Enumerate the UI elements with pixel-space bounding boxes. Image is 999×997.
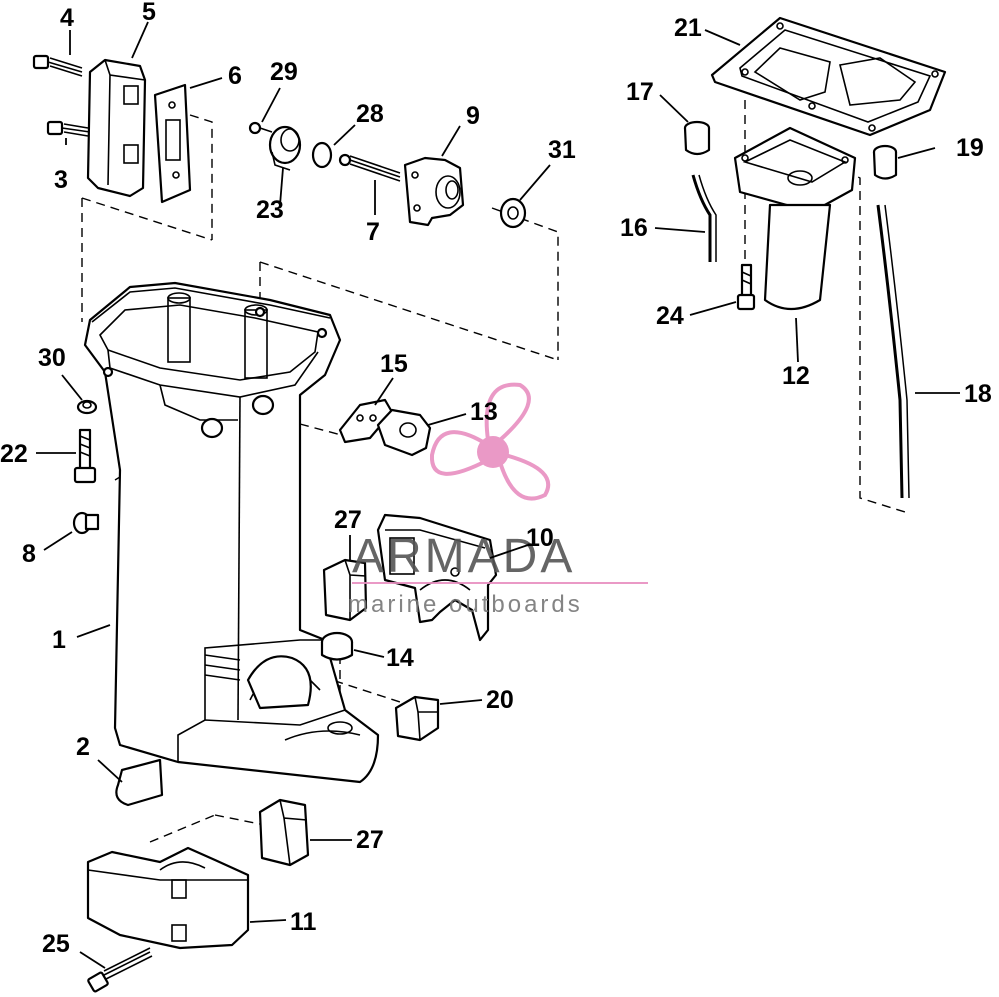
callout-5: 5 [142, 0, 156, 26]
callout-2: 2 [76, 733, 90, 761]
callout-20: 20 [486, 686, 514, 714]
part-5-cover [86, 58, 147, 198]
part-20-pad [394, 695, 440, 742]
part-9-bracket [403, 156, 465, 227]
callout-labels: 1 2 3 4 5 6 7 8 9 10 11 12 13 14 15 16 1… [0, 0, 992, 958]
callout-13: 13 [470, 398, 498, 426]
part-14-spacer [320, 631, 354, 661]
callout-27-lower: 27 [356, 826, 384, 854]
part-4-screw [32, 54, 83, 77]
part-18-tube [876, 204, 910, 499]
propeller-logo-icon [429, 382, 551, 501]
callout-15: 15 [380, 350, 408, 378]
watermark: ARMADA marine outboards [348, 382, 648, 618]
callout-12: 12 [782, 362, 810, 390]
callout-16: 16 [620, 214, 648, 242]
callout-6: 6 [228, 62, 242, 90]
callout-14: 14 [386, 644, 414, 672]
part-22-bolt [73, 428, 97, 484]
part-30-nut [76, 399, 98, 415]
callout-22: 22 [0, 440, 28, 468]
part-24-screw [736, 263, 756, 311]
part-23-plug [268, 125, 302, 171]
leader-lines [36, 21, 960, 969]
callout-21: 21 [674, 14, 702, 42]
callout-10: 10 [526, 524, 554, 552]
part-21-gasket [710, 16, 947, 137]
part-29-screw [248, 121, 273, 135]
callout-19: 19 [956, 134, 984, 162]
part-3-screw [46, 120, 91, 137]
callout-17: 17 [626, 78, 654, 106]
callout-1: 1 [52, 626, 66, 654]
part-19-grommet [872, 144, 898, 180]
part-13-mount [376, 408, 432, 457]
callout-18: 18 [964, 380, 992, 408]
callout-9: 9 [466, 102, 480, 130]
part-2-plate [115, 758, 164, 807]
part-1-exhaust-housing [83, 281, 380, 784]
part-7-bolt [338, 153, 401, 182]
callout-28: 28 [356, 100, 384, 128]
callout-23: 23 [256, 196, 284, 224]
callout-24: 24 [656, 302, 684, 330]
callout-11: 11 [290, 908, 317, 936]
part-6-gasket [153, 83, 192, 204]
callout-4: 4 [60, 4, 74, 32]
callout-29: 29 [270, 58, 298, 86]
callout-3: 3 [54, 166, 68, 194]
part-8-screw [72, 511, 100, 535]
callout-27-upper: 27 [334, 506, 362, 534]
callout-7: 7 [366, 218, 380, 246]
callout-30: 30 [38, 344, 66, 372]
part-28-o-ring [311, 141, 333, 169]
callout-8: 8 [22, 540, 36, 568]
part-31-washer [499, 197, 527, 229]
watermark-tagline: marine outboards [348, 591, 583, 618]
part-12-adapter [733, 126, 857, 311]
part-27-lower-pad [258, 798, 310, 867]
part-11-lower-bracket [86, 846, 250, 950]
part-27-upper-pad [322, 558, 368, 622]
part-17-grommet [683, 120, 711, 156]
part-16-tube [691, 174, 717, 262]
callout-25: 25 [42, 930, 70, 958]
watermark-brand: ARMADA [352, 530, 575, 583]
part-10-mount-bracket [376, 513, 498, 642]
callout-31: 31 [548, 136, 576, 164]
part-25-bolt [87, 947, 153, 993]
